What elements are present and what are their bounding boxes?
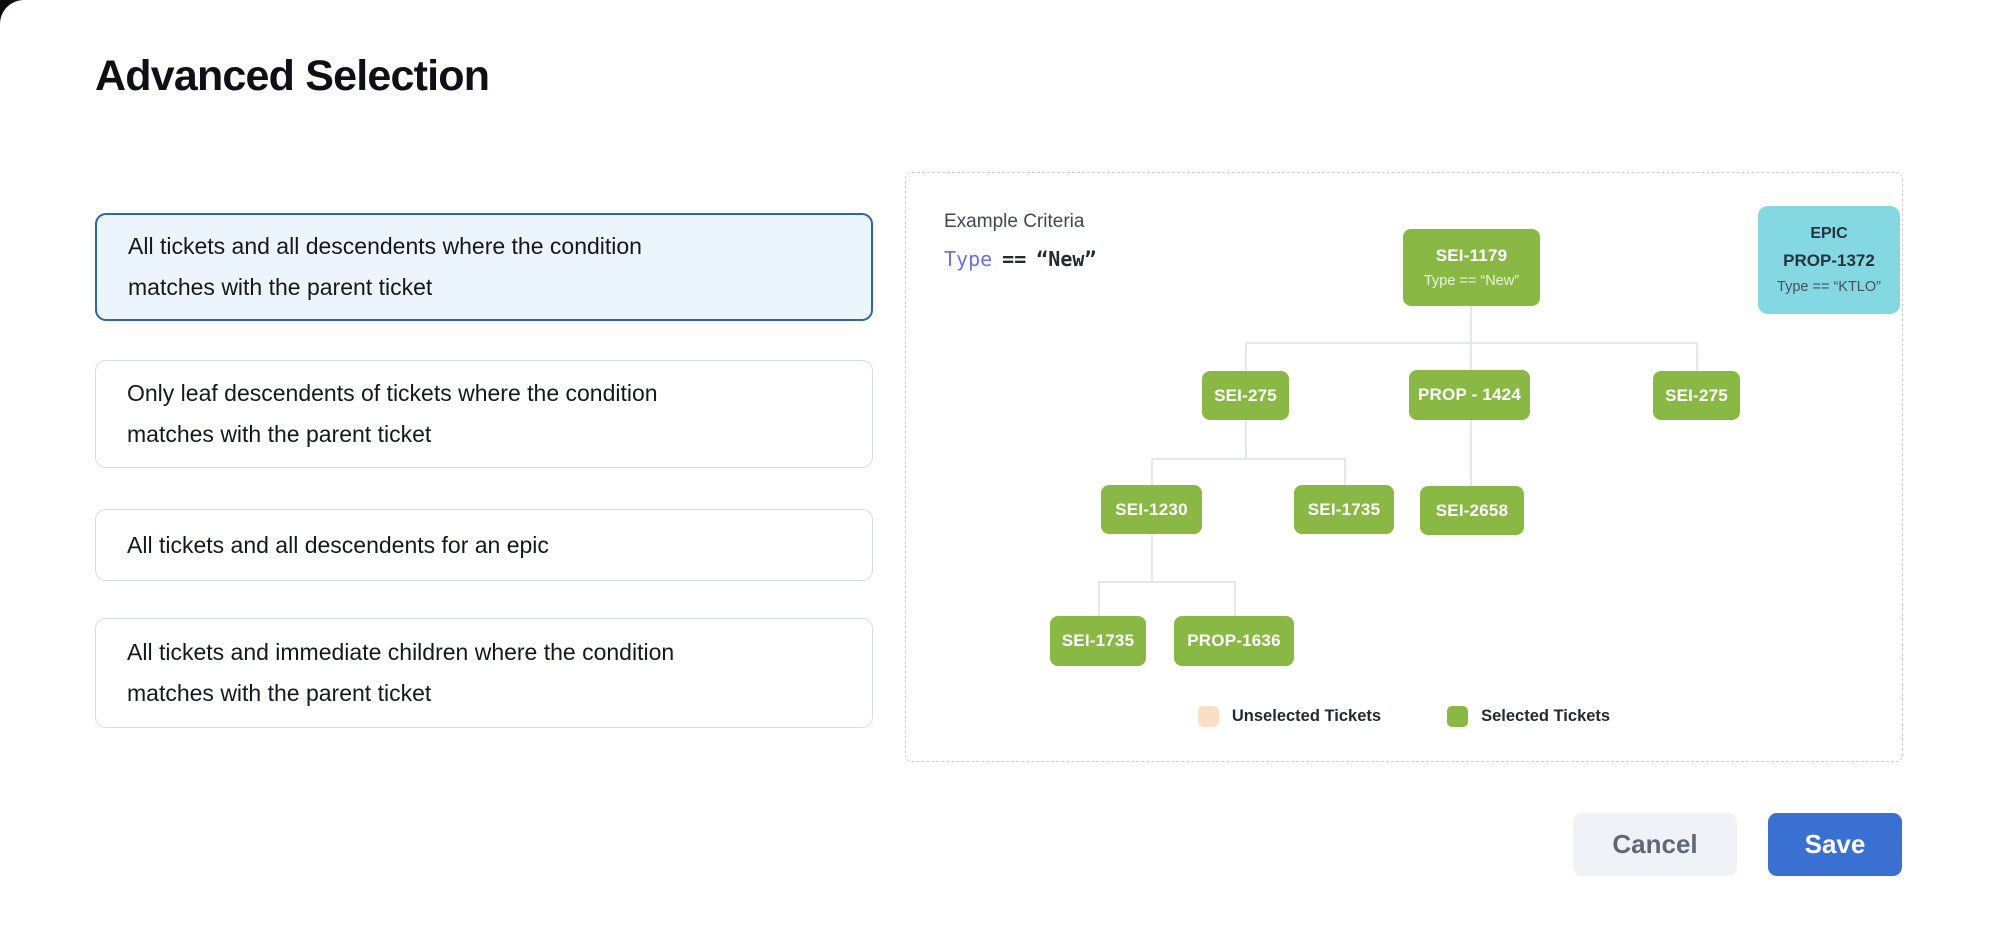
- connector-line: [1151, 534, 1153, 581]
- connector-line: [1470, 306, 1472, 342]
- tree-node-root: SEI-1179 Type == “New”: [1403, 229, 1540, 306]
- tree-node-condition: Type == “New”: [1423, 273, 1520, 289]
- connector-line: [1234, 581, 1236, 616]
- unselected-tickets-swatch-icon: [1197, 706, 1219, 727]
- criteria-operator: ==: [1002, 247, 1027, 271]
- example-criteria-code: Type == “New”: [944, 247, 1096, 271]
- tree-node: SEI-275: [1653, 371, 1740, 420]
- option-card-all-descendents-epic[interactable]: All tickets and all descendents for an e…: [95, 509, 873, 581]
- legend-label: Unselected Tickets: [1231, 707, 1382, 725]
- criteria-field: Type: [944, 247, 993, 271]
- cancel-button[interactable]: Cancel: [1573, 813, 1737, 876]
- tree-node: SEI-1735: [1294, 485, 1394, 534]
- save-button[interactable]: Save: [1768, 813, 1902, 876]
- option-card-leaf-descendents-condition[interactable]: Only leaf descendents of tickets where t…: [95, 360, 873, 468]
- legend-label: Selected Tickets: [1481, 707, 1611, 725]
- epic-id: PROP-1372: [1783, 251, 1875, 270]
- connector-line: [1245, 420, 1247, 458]
- connector-line: [1344, 458, 1346, 485]
- epic-type-label: EPIC: [1810, 225, 1848, 242]
- connector-line: [1098, 581, 1235, 583]
- page-title: Advanced Selection: [95, 52, 490, 100]
- tree-node: SEI-1735: [1050, 616, 1146, 666]
- tree-node: PROP-1636: [1174, 616, 1294, 666]
- selected-tickets-swatch-icon: [1447, 706, 1469, 727]
- legend-item-unselected: Unselected Tickets: [1197, 706, 1382, 727]
- connector-line: [1696, 342, 1698, 371]
- legend: Unselected Tickets Selected Tickets: [906, 706, 1902, 727]
- tree-node: SEI-2658: [1420, 486, 1524, 535]
- option-card-all-descendents-condition[interactable]: All tickets and all descendents where th…: [95, 213, 873, 321]
- connector-line: [1151, 458, 1153, 485]
- option-card-label: Only leaf descendents of tickets where t…: [127, 380, 658, 447]
- tree-node: SEI-1230: [1101, 485, 1202, 534]
- example-criteria-heading: Example Criteria: [944, 211, 1085, 232]
- tree-node: PROP - 1424: [1409, 370, 1530, 420]
- epic-condition: Type == “KTLO”: [1777, 279, 1881, 295]
- example-diagram-panel: Example Criteria Type == “New” EPIC PROP-1…: [905, 172, 1903, 762]
- connector-line: [1098, 581, 1100, 616]
- connector-line: [1151, 458, 1345, 460]
- connector-line: [1245, 342, 1247, 371]
- legend-item-selected: Selected Tickets: [1447, 706, 1610, 727]
- tree-node-label: SEI-1179: [1435, 246, 1508, 265]
- connector-line: [1470, 420, 1472, 486]
- option-card-label: All tickets and all descendents where th…: [128, 233, 642, 300]
- option-card-label: All tickets and all descendents for an e…: [127, 531, 549, 558]
- epic-card: EPIC PROP-1372 Type == “KTLO”: [1758, 206, 1900, 314]
- connector-line: [1470, 342, 1472, 371]
- criteria-value: “New”: [1036, 247, 1097, 271]
- option-card-label: All tickets and immediate children where…: [127, 639, 675, 706]
- option-card-immediate-children-condition[interactable]: All tickets and immediate children where…: [95, 618, 873, 728]
- tree-node: SEI-275: [1202, 371, 1289, 420]
